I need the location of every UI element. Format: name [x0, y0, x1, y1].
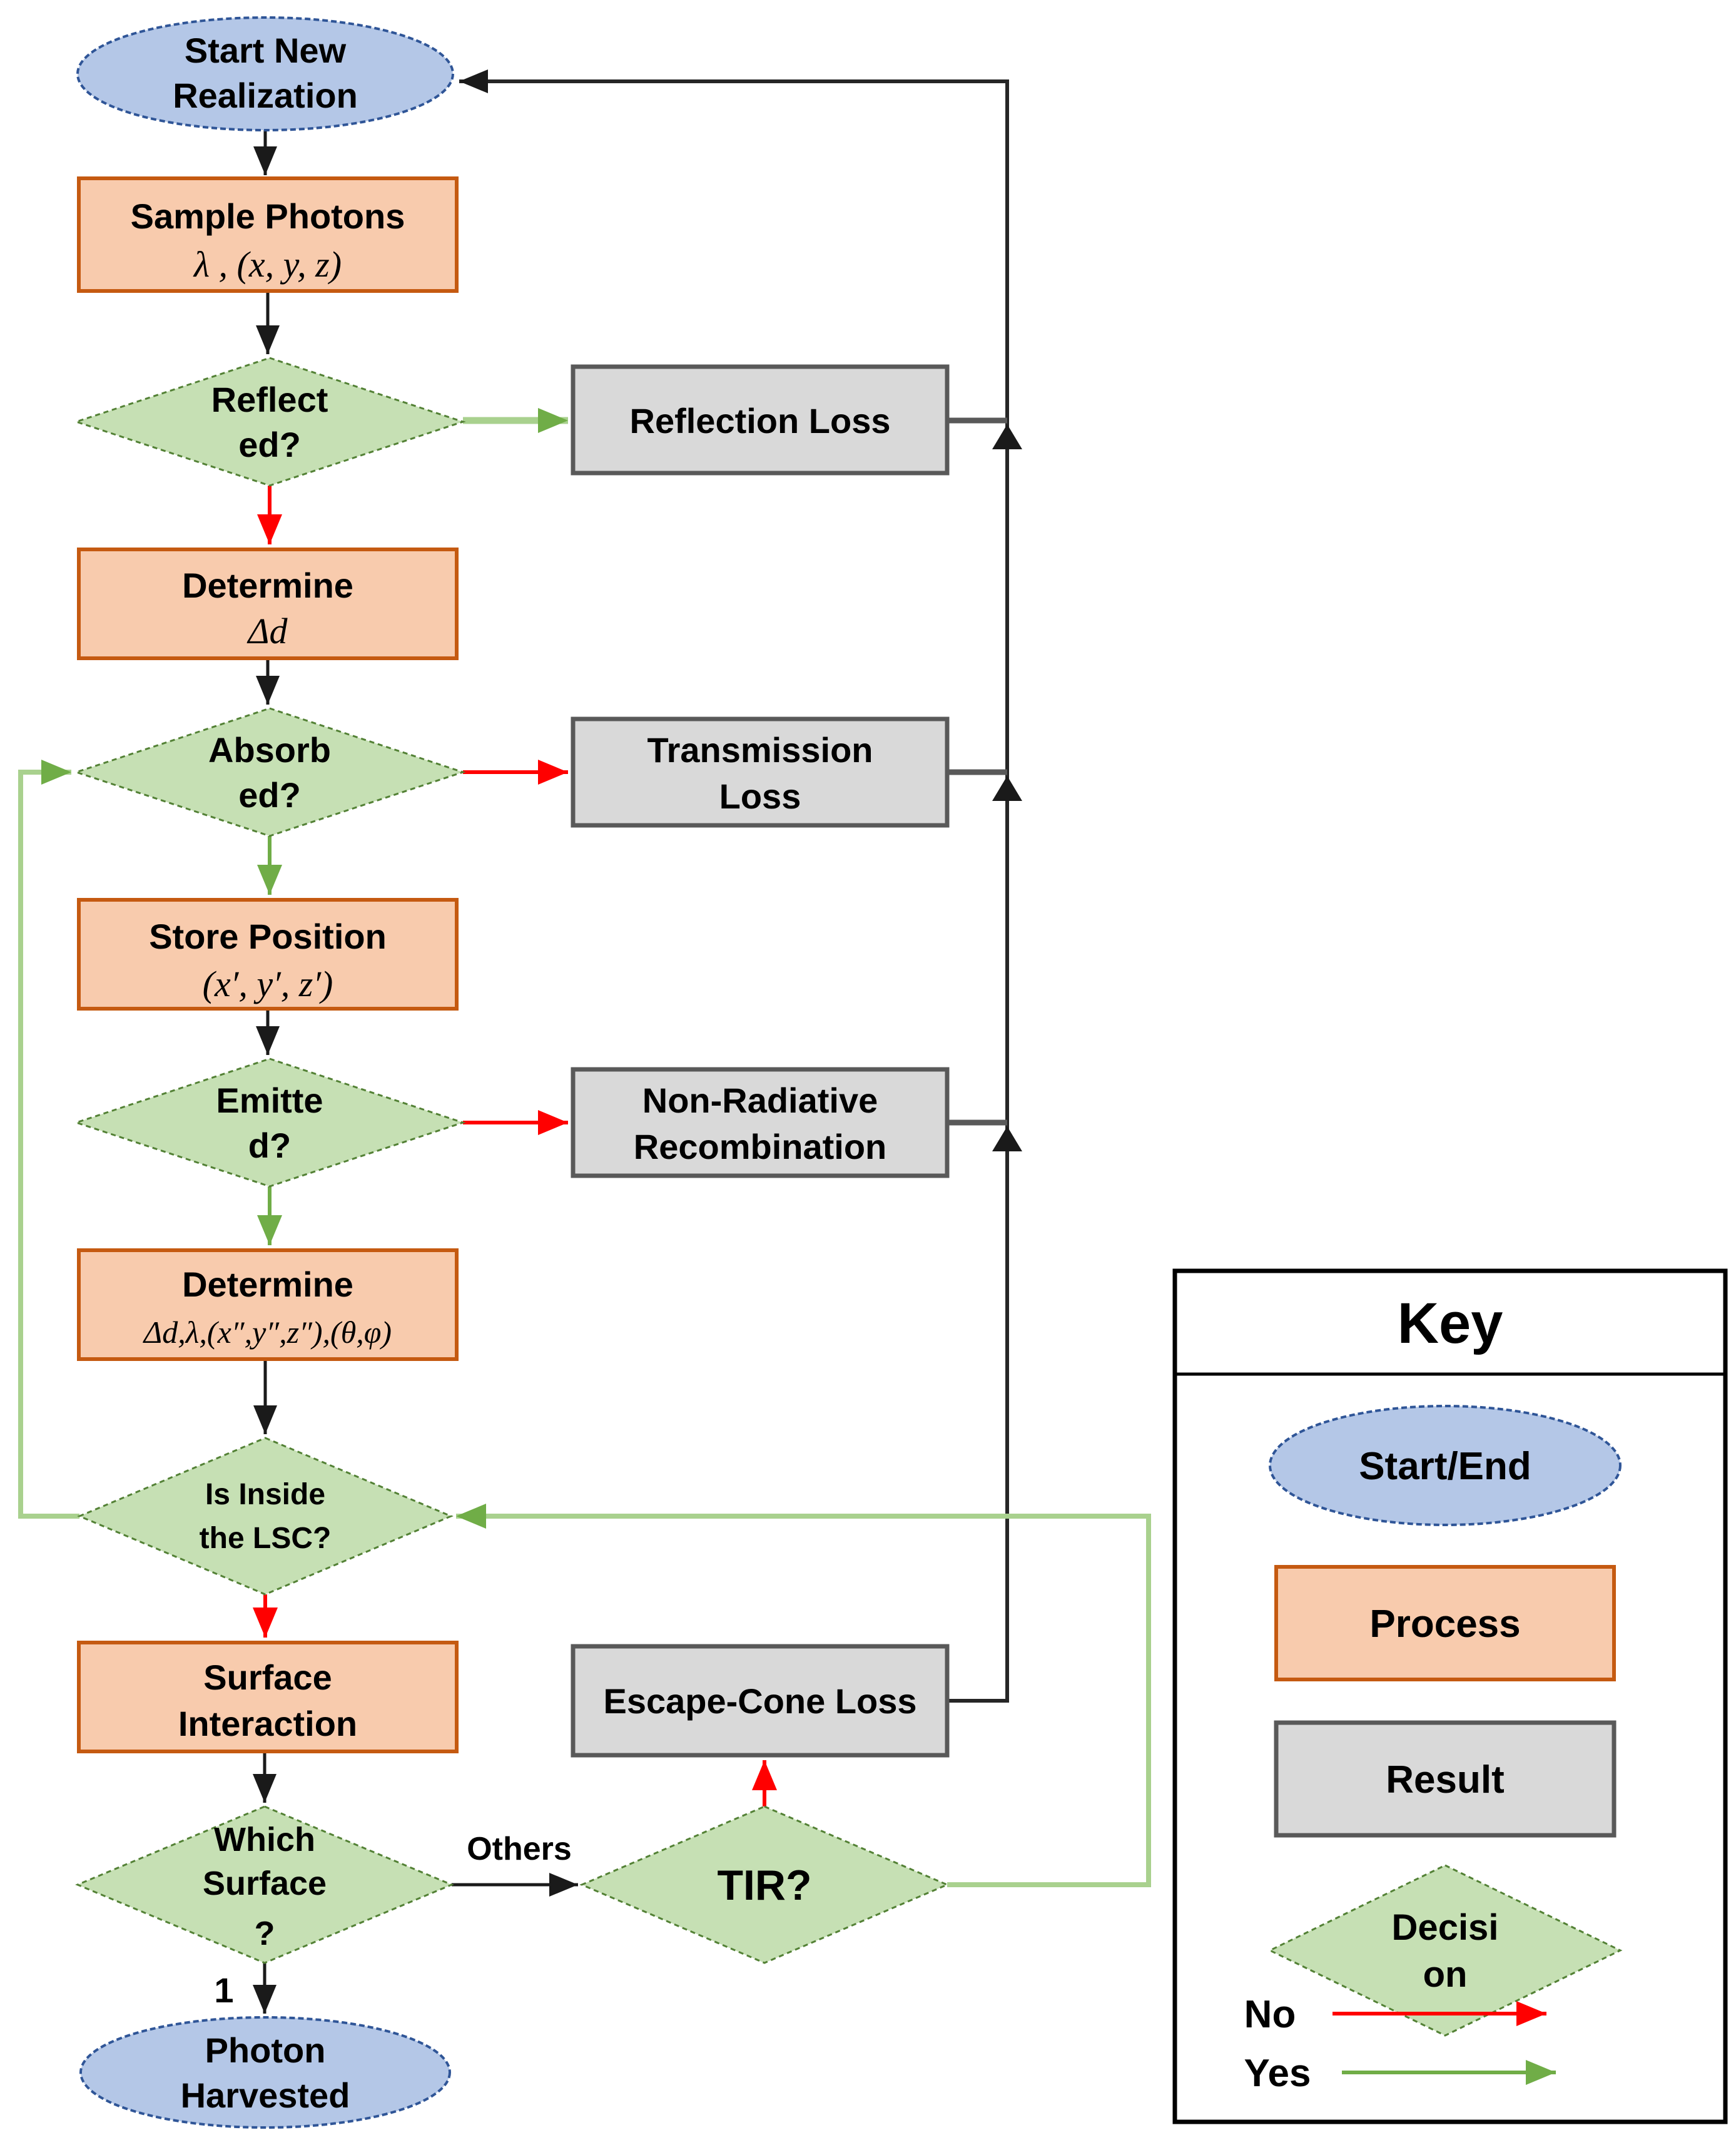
- surface-interaction-label-line1: Surface: [203, 1658, 332, 1697]
- key-process-label: Process: [1369, 1603, 1520, 1646]
- which-surface-decision-node: [75, 1805, 454, 1964]
- start-node-label-line1: Start New: [185, 31, 347, 70]
- surface-interaction-label-line2: Interaction: [178, 1704, 357, 1743]
- tir-label: TIR?: [717, 1862, 811, 1909]
- emitted-label-line1: Emitte: [216, 1081, 323, 1120]
- photon-harvested-node: [79, 2016, 451, 2129]
- non-radiative-label-line2: Recombination: [634, 1127, 886, 1166]
- determine-all-node: [77, 1248, 459, 1361]
- key-result-label: Result: [1386, 1758, 1504, 1801]
- reflection-loss-node: [571, 364, 950, 476]
- key-process-shape: [1274, 1565, 1616, 1681]
- determine-d-title: Determine: [182, 566, 353, 605]
- determine-all-math: Δd,λ,(x″,y″,z″),(θ,φ): [143, 1315, 392, 1350]
- edge-label-others: Others: [467, 1831, 572, 1867]
- absorbed-label-line1: Absorb: [208, 730, 331, 770]
- absorbed-decision-node: [73, 707, 466, 837]
- escape-cone-loss-label: Escape-Cone Loss: [603, 1681, 916, 1721]
- return-line-up-arrowhead-3: [992, 1126, 1022, 1151]
- key-start-end-shape: [1269, 1405, 1622, 1526]
- return-line-up-arrowhead-1: [992, 424, 1022, 449]
- reflected-label-line2: ed?: [238, 425, 301, 464]
- photon-harvested-label-line1: Photon: [205, 2031, 326, 2070]
- edge-tir-yes-loop: [456, 1504, 1151, 1887]
- store-position-math: (x′, y′, z′): [203, 964, 333, 1004]
- sample-photons-math: λ , (x, y, z): [193, 244, 342, 285]
- escape-cone-loss-node: [571, 1644, 950, 1758]
- determine-d-node: [77, 548, 459, 660]
- non-radiative-label-line1: Non-Radiative: [642, 1081, 878, 1120]
- store-position-node: [77, 898, 459, 1011]
- key-result-shape: [1274, 1720, 1617, 1838]
- transmission-loss-label-line2: Loss: [719, 777, 801, 816]
- inside-lsc-decision-node: [77, 1437, 454, 1596]
- emitted-decision-node: [73, 1057, 466, 1188]
- start-node-label-line2: Realization: [173, 76, 358, 115]
- reflection-loss-label: Reflection Loss: [630, 401, 891, 441]
- emitted-label-line2: d?: [248, 1126, 291, 1165]
- sample-photons-title: Sample Photons: [131, 196, 405, 236]
- key-decision-label-line1: Decisi: [1392, 1907, 1499, 1948]
- surface-interaction-node: [77, 1641, 459, 1753]
- non-radiative-node: [571, 1067, 950, 1178]
- key-start-end-label: Start/End: [1359, 1445, 1531, 1488]
- key-yes-label: Yes: [1244, 2052, 1311, 2095]
- tir-decision-node: [579, 1805, 950, 1964]
- edge-label-one: 1: [214, 1970, 233, 2010]
- sample-photons-node: [77, 176, 459, 293]
- which-surface-label-line2: Surface: [203, 1865, 327, 1902]
- reflected-decision-node: [73, 357, 466, 487]
- transmission-loss-label-line1: Transmission: [647, 730, 873, 770]
- edge-return-to-start: [459, 69, 1009, 1703]
- transmission-loss-node: [571, 716, 950, 828]
- determine-d-math: Δd: [246, 611, 288, 651]
- return-line-up-arrowhead-2: [992, 776, 1022, 801]
- inside-lsc-label-line1: Is Inside: [205, 1478, 325, 1511]
- key-decision-label-line2: on: [1423, 1954, 1468, 1995]
- photon-harvested-label-line2: Harvested: [181, 2076, 350, 2115]
- which-surface-label-line1: Which: [214, 1821, 315, 1858]
- key-title: Key: [1398, 1292, 1503, 1355]
- which-surface-label-line3: ?: [255, 1915, 275, 1952]
- determine-all-title: Determine: [182, 1265, 353, 1304]
- key-decision-shape: [1267, 1864, 1623, 2037]
- reflected-label-line1: Reflect: [211, 380, 328, 419]
- edge-inside-yes-loop: [18, 760, 79, 1519]
- inside-lsc-label-line2: the LSC?: [200, 1522, 332, 1555]
- absorbed-label-line2: ed?: [238, 775, 301, 815]
- key-no-label: No: [1244, 1993, 1296, 2036]
- store-position-title: Store Position: [149, 917, 387, 956]
- start-node: [76, 16, 454, 131]
